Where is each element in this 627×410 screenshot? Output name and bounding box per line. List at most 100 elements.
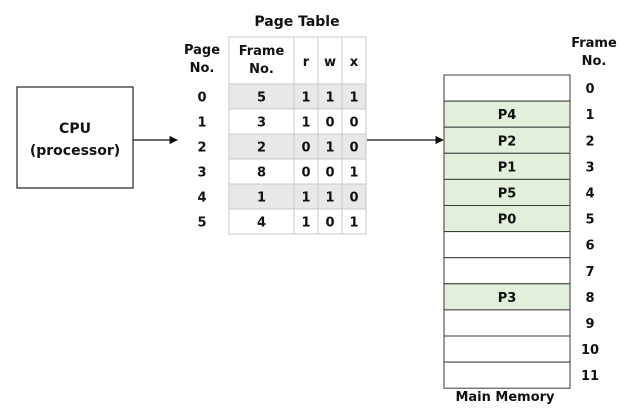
page-table-cell-w: 1	[325, 141, 334, 156]
page-no-header-line1: Page	[184, 43, 220, 58]
memory-frame-box	[443, 335, 571, 363]
memory-frame-number: 1	[585, 108, 594, 123]
memory-frame-no-header: Frame No.	[571, 36, 617, 69]
page-number: 4	[197, 191, 206, 206]
page-number-column: 0 1 2 3 4 5	[197, 91, 206, 231]
page-table-cell-frame: 1	[257, 191, 266, 206]
page-table-cell	[341, 208, 367, 235]
memory-frame-box	[443, 205, 571, 233]
page-table-cell-x: 0	[349, 116, 358, 131]
frame-no-header-line1: Frame	[239, 44, 285, 59]
page-table-cell-r: 1	[301, 216, 310, 231]
page-number: 2	[197, 141, 206, 156]
bit-header-x: x	[350, 55, 359, 70]
bit-header-w: w	[324, 55, 336, 70]
memory-frame-number: 11	[581, 369, 599, 384]
frame-no-header-line2: No.	[249, 62, 274, 77]
memory-frame-label: P5	[498, 186, 517, 201]
memory-frame: P3 8	[443, 283, 595, 311]
memory-frame-no-header-line1: Frame	[571, 36, 617, 51]
page-table-cell-frame: 4	[257, 216, 266, 231]
page-number: 1	[197, 116, 206, 131]
page-table-cell-r: 1	[301, 191, 310, 206]
page-table-cell	[293, 133, 319, 160]
memory-frame-label: P0	[498, 213, 517, 228]
memory-frame-number: 6	[585, 239, 594, 254]
memory-frame-number: 2	[585, 134, 594, 149]
memory-frame-box	[443, 152, 571, 180]
memory-frame-number: 7	[585, 265, 594, 280]
page-table-cell	[293, 108, 319, 135]
page-table-cell	[341, 83, 367, 110]
page-table-cell-w: 0	[325, 116, 334, 131]
memory-frame-box	[443, 126, 571, 154]
memory-frame: 9	[443, 309, 595, 337]
page-table-cell-w: 0	[325, 216, 334, 231]
page-table-cell-x: 1	[349, 91, 358, 106]
page-table-cell-x: 1	[349, 166, 358, 181]
memory-frame-box	[443, 100, 571, 128]
memory-frame-number: 0	[585, 82, 594, 97]
memory-frame-number: 4	[585, 186, 594, 201]
page-table-cell-frame: 2	[257, 141, 266, 156]
memory-frame: P0 5	[443, 205, 595, 233]
page-table-cell	[228, 108, 295, 135]
memory-frame-box	[443, 361, 571, 389]
memory-frame: 10	[443, 335, 599, 363]
page-table-header-cell	[293, 36, 319, 85]
page-table-cell-frame: 5	[257, 91, 266, 106]
main-memory: 0P4 1P2 2P1 3P5 4P0 5 6 7P3 8 9 10 11	[443, 74, 599, 389]
page-table-cell-x: 1	[349, 216, 358, 231]
page-table-cell	[341, 183, 367, 210]
memory-frame: P2 2	[443, 126, 595, 154]
page-table-cell-w: 0	[325, 166, 334, 181]
memory-frame-number: 8	[585, 291, 594, 306]
page-table-cell-r: 1	[301, 116, 310, 131]
main-memory-caption: Main Memory	[455, 390, 555, 405]
page-table-cell	[341, 108, 367, 135]
cpu-sublabel: (processor)	[30, 143, 120, 159]
memory-frame: 7	[443, 257, 595, 285]
page-no-header: Page No.	[184, 43, 220, 76]
cpu-label: CPU	[59, 121, 91, 137]
cpu-box: CPU (processor)	[16, 86, 134, 189]
memory-frame: 0	[443, 74, 595, 102]
page-table-cell-r: 0	[301, 166, 310, 181]
memory-frame-label: P1	[498, 160, 517, 175]
page-number: 5	[197, 216, 206, 231]
memory-frame: 11	[443, 361, 599, 389]
bit-header-r: r	[303, 55, 310, 70]
memory-frame-box	[443, 74, 571, 102]
page-table-cell-x: 0	[349, 141, 358, 156]
memory-frame-label: P3	[498, 291, 517, 306]
memory-frame: P1 3	[443, 152, 595, 180]
memory-frame: P5 4	[443, 178, 595, 206]
memory-frame: 6	[443, 231, 595, 259]
memory-frame-no-header-line2: No.	[582, 54, 607, 69]
page-table-cell	[228, 133, 295, 160]
page-table-cell	[293, 158, 319, 185]
memory-frame-box	[443, 231, 571, 259]
page-no-header-line2: No.	[190, 61, 215, 76]
memory-frame-label: P4	[498, 108, 517, 123]
memory-frame: P4 1	[443, 100, 595, 128]
page-number: 3	[197, 166, 206, 181]
memory-frame-number: 3	[585, 160, 594, 175]
page-table-cell	[317, 108, 343, 135]
memory-frame-number: 10	[581, 343, 599, 358]
page-table-cell-x: 0	[349, 191, 358, 206]
memory-frame-number: 9	[585, 317, 594, 332]
page-table-cell-w: 1	[325, 191, 334, 206]
memory-frame-number: 5	[585, 213, 594, 228]
page-number: 0	[197, 91, 206, 106]
page-table-cell	[317, 133, 343, 160]
memory-frame-label: P2	[498, 134, 517, 149]
